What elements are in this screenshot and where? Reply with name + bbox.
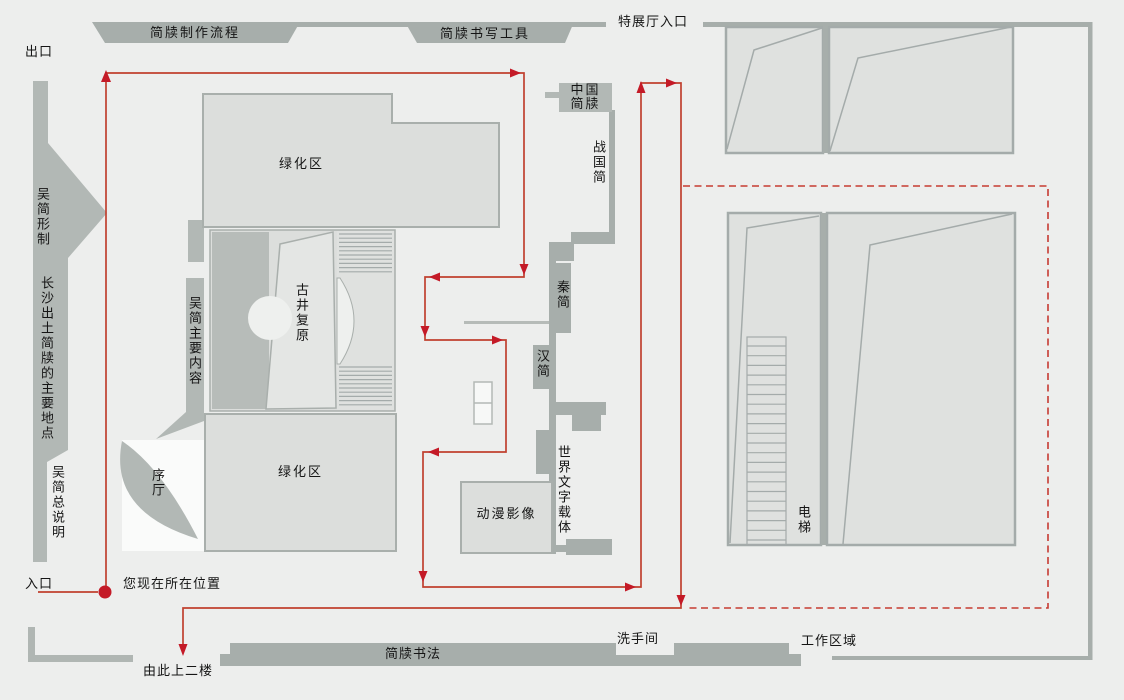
qin-slips-block	[552, 263, 571, 333]
world-writing-carriers-label: 世界文字载体	[555, 445, 570, 535]
band-writing-tools	[405, 22, 574, 43]
work-area-label: 工作区域	[801, 634, 858, 649]
special-hall-bottom	[726, 211, 1017, 547]
bottom-thin-wall	[832, 656, 1092, 660]
route-dashed-line	[683, 185, 1049, 609]
you-are-here-label: 您现在所在位置	[123, 577, 222, 592]
right-wall	[1088, 22, 1093, 660]
preface-hall-label: 序厅	[149, 468, 164, 498]
hatch-bottom	[339, 366, 392, 406]
you-are-here-marker	[98, 585, 112, 599]
top-wall-right	[703, 22, 1092, 27]
restroom-notch	[616, 643, 674, 655]
warring-states-wall	[609, 110, 615, 234]
slip-making-process-label: 简牍制作流程	[149, 26, 240, 41]
restroom-label: 洗手间	[617, 632, 660, 647]
band-calligraphy	[230, 643, 789, 666]
hatch-top	[339, 233, 392, 273]
slip-calligraphy-label: 简牍书法	[385, 647, 442, 662]
china-slips-stub	[545, 92, 561, 98]
green-area-bottom	[204, 413, 397, 552]
ancient-well-label: 古井复原	[293, 283, 308, 343]
thin-partition	[464, 321, 549, 324]
to-second-floor-label: 由此上二楼	[143, 664, 214, 679]
band-calligraphy-step-right	[788, 654, 801, 666]
arc-bite	[336, 277, 355, 365]
han-slips-block	[533, 345, 550, 389]
display-case	[473, 381, 493, 425]
preface-hall-leaf	[120, 441, 198, 539]
slip-writing-tools-label: 简牍书写工具	[439, 27, 530, 42]
exit-label: 出口	[25, 45, 54, 60]
green-area-top	[202, 93, 500, 228]
special-hall-entrance-label: 特展厅入口	[618, 15, 689, 30]
left-exhibit-wall-arrow	[33, 81, 107, 562]
route-arrowheads	[101, 68, 686, 656]
wu-slip-main-content-label: 吴简主要内容	[186, 296, 201, 386]
staircase	[746, 336, 787, 546]
entrance-label: 入口	[25, 577, 54, 592]
changsha-sites-label: 长沙出土简牍的主要地点	[38, 276, 53, 441]
green-area-bottom-label: 绿化区	[277, 465, 323, 480]
han-slips-label: 汉简	[534, 349, 549, 379]
china-slips-label: 中国 简牍	[570, 83, 601, 112]
wu-content-strip	[156, 220, 204, 439]
band-calligraphy-step-left	[220, 654, 232, 666]
warring-states-slips-label: 战国简	[590, 140, 605, 185]
well-notch	[248, 296, 292, 340]
ancient-well-cluster	[209, 229, 396, 412]
elevator-label: 电梯	[795, 505, 810, 535]
special-hall-top	[724, 25, 1015, 155]
wu-slip-general-label: 吴简总说明	[49, 465, 64, 540]
china-slips-box	[559, 83, 612, 112]
band-slip-making	[92, 22, 300, 43]
wu-slip-form-label: 吴简形制	[34, 187, 49, 247]
route-solid-line	[38, 72, 682, 650]
animation-video-label: 动漫影像	[476, 507, 537, 522]
animation-video-room	[460, 481, 553, 554]
qin-slips-label: 秦简	[554, 280, 569, 310]
walls	[92, 22, 1093, 666]
entrance-l-wall	[28, 627, 133, 662]
top-wall-left	[97, 22, 606, 27]
visitor-route	[38, 68, 1049, 656]
era-spine	[533, 110, 615, 555]
green-area-top-label: 绿化区	[278, 157, 324, 172]
ancient-well-platform	[265, 231, 337, 410]
